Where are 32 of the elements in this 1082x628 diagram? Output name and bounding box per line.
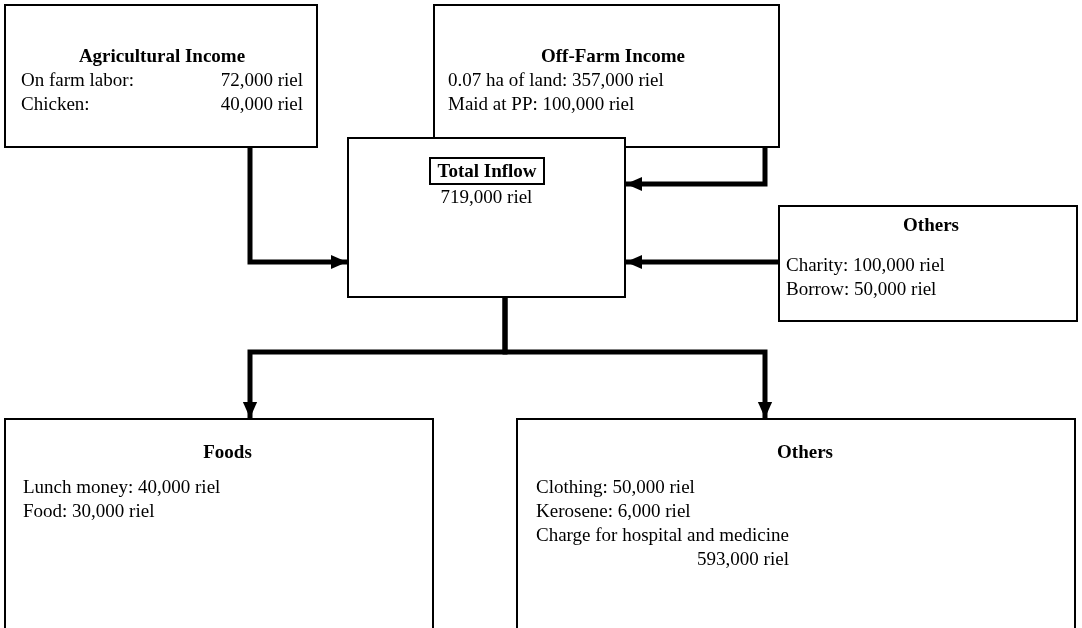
flow-arrow (247, 148, 347, 270)
item-text: Charity: 100,000 riel (786, 253, 945, 277)
title-box (429, 157, 545, 185)
item-label: Chicken: (21, 92, 91, 116)
flow-box (347, 137, 626, 298)
item-text: Clothing: 50,000 riel (536, 475, 696, 499)
item-text: Borrow: 50,000 riel (786, 277, 938, 301)
amount-text: 40,000 riel (220, 92, 303, 116)
box-heading: Total Inflow (437, 159, 537, 183)
box-heading: Others (903, 213, 959, 237)
item-text: 0.07 ha of land: 357,000 riel (448, 68, 664, 92)
box-heading: Agricultural Income (78, 44, 246, 68)
flow-box (778, 205, 1078, 322)
item-text: Kerosene: 6,000 riel (536, 499, 692, 523)
flow-box (433, 4, 780, 148)
flow-arrow (626, 148, 768, 192)
amount-text: 719,000 riel (440, 185, 533, 209)
flow-box (4, 4, 318, 148)
box-heading: Off-Farm Income (541, 44, 685, 68)
item-text: Charge for hospital and medicine (536, 523, 789, 547)
amount-text: 72,000 riel (220, 68, 303, 92)
box-heading: Others (777, 440, 833, 464)
item-text: Food: 30,000 riel (23, 499, 156, 523)
flow-arrow (502, 298, 773, 418)
item-label: On farm labor: (21, 68, 135, 92)
item-text: Maid at PP: 100,000 riel (448, 92, 636, 116)
item-text: 593,000 riel (697, 547, 789, 571)
item-text: Lunch money: 40,000 riel (23, 475, 221, 499)
flow-box (4, 418, 434, 628)
flow-box (516, 418, 1076, 628)
box-heading: Foods (203, 440, 252, 464)
flow-arrow (626, 254, 778, 270)
